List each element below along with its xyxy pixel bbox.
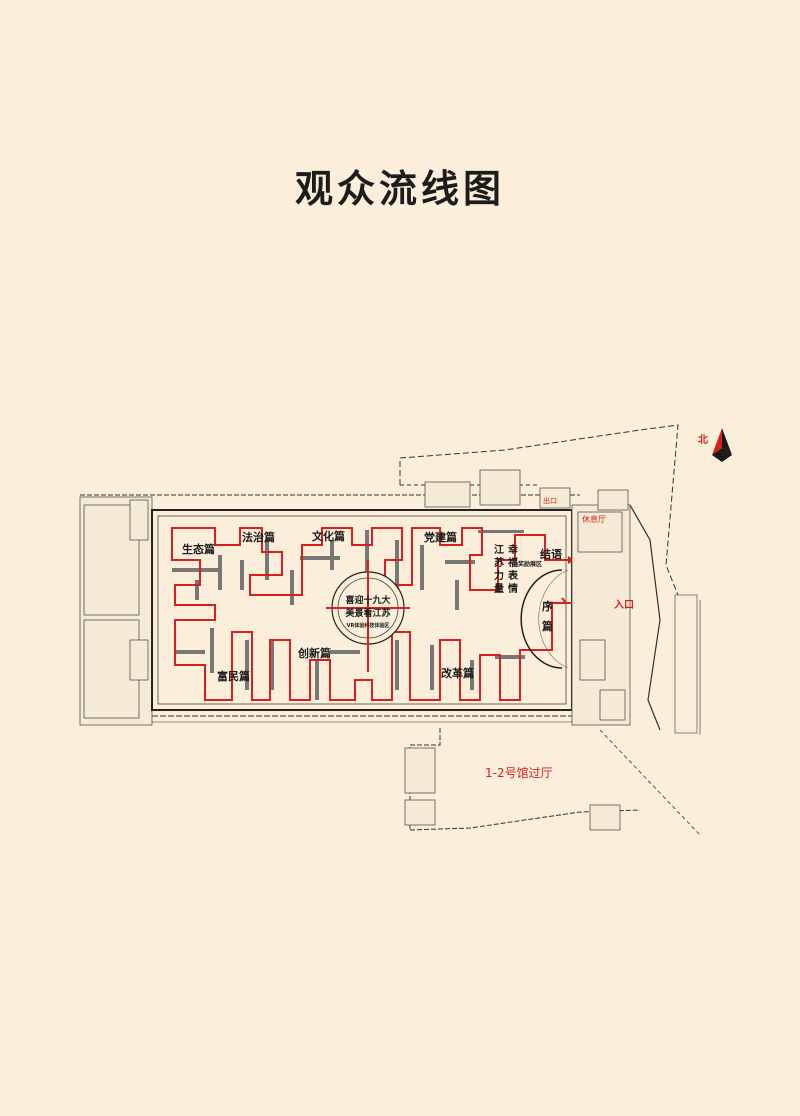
section-label-dangjian: 党建篇	[424, 530, 457, 544]
section-label-gaige: 改革篇	[441, 666, 474, 680]
section-label-fazhi: 法治篇	[242, 530, 275, 544]
exit-label: 出口	[543, 496, 557, 505]
west-annex	[79, 494, 580, 726]
east-wing	[571, 504, 701, 735]
entrance-arc	[520, 569, 569, 669]
section-label-wenhua: 文化篇	[312, 529, 345, 543]
happiness-exhibit-labels: 江 苏 力 量 幸 福 表 情 奖励展区	[494, 543, 542, 595]
section-label-shengtai: 生态篇	[182, 542, 215, 556]
happy-col2-char: 情	[508, 582, 518, 595]
section-label-jieyu: 结语	[539, 547, 562, 561]
section-label-fumin: 富民篇	[217, 669, 250, 683]
happy-col2-char: 表	[507, 569, 519, 582]
happy-col1-char: 力	[494, 569, 504, 582]
happy-col1-char: 江	[494, 543, 504, 556]
happy-col2-char: 福	[507, 556, 518, 569]
happy-col1-char: 苏	[494, 556, 504, 569]
happy-sub-label: 奖励展区	[518, 560, 542, 568]
vr-center-circle	[326, 560, 410, 672]
center-line3: VR体验科技体验区	[347, 622, 390, 629]
center-line2: 美景看江苏	[345, 607, 390, 619]
visitor-route	[171, 527, 620, 701]
entrance-label: 入口	[614, 599, 634, 611]
compass-label: 北	[698, 433, 708, 446]
transition-hall-label: 1-2号馆过厅	[485, 765, 553, 780]
section-label-chuangxin: 创新篇	[297, 646, 331, 660]
happy-col2-char: 幸	[508, 543, 518, 556]
exhibit-walls	[172, 530, 525, 700]
page-title: 观众流线图	[294, 167, 505, 211]
section-label-xu-1: 序	[542, 599, 553, 613]
section-label-xu-2: 篇	[541, 619, 553, 633]
center-line1: 喜迎十九大	[345, 594, 390, 606]
happy-col1-char: 量	[494, 582, 504, 595]
north-arrow-icon: 北	[698, 428, 732, 462]
south-corridor	[404, 728, 701, 836]
north-rooms	[424, 469, 629, 511]
rest-hall-label: 休息厅	[582, 514, 606, 524]
